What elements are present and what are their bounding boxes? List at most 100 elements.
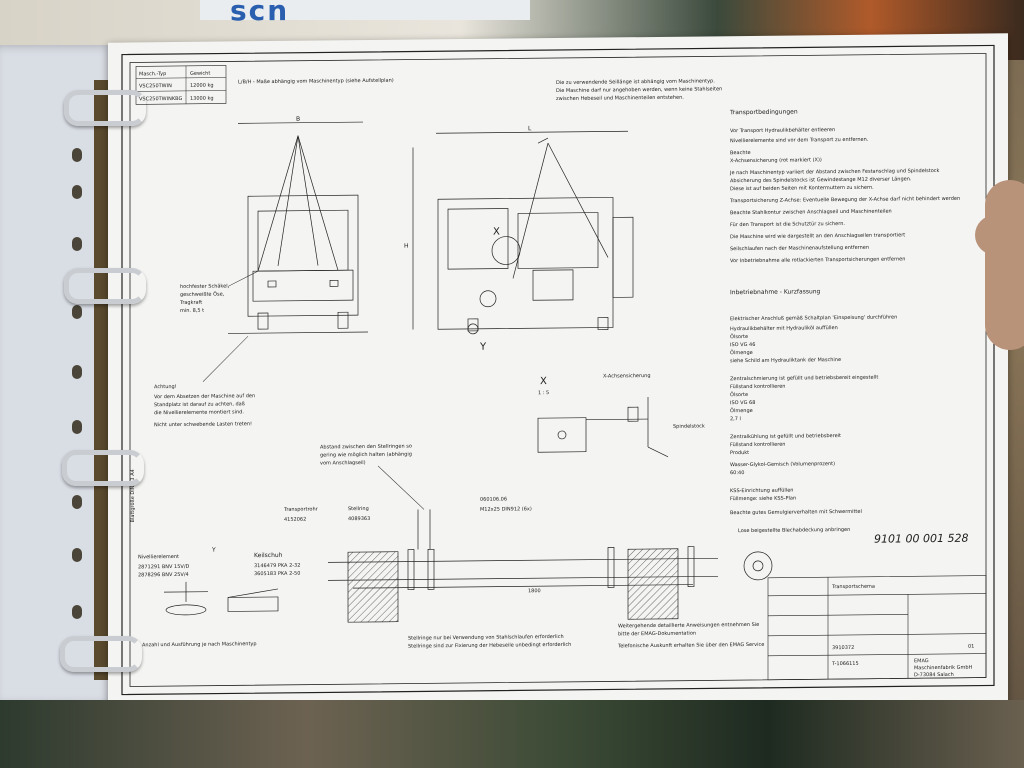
sling-note-line: Die Maschine darf nur angehoben werden, … bbox=[556, 86, 722, 94]
detail-x-scale: 1 : 5 bbox=[538, 390, 549, 396]
startup-line: 2,7 l bbox=[730, 416, 741, 422]
further-info-line: Telefonische Auskunft erhalten Sie über … bbox=[617, 642, 764, 650]
further-info-line: Weitergehende detaillierte Anweisungen e… bbox=[618, 622, 759, 629]
side-view-machine bbox=[412, 130, 634, 335]
detail-x-drawing bbox=[537, 397, 669, 458]
startup-line: Beachte gutes Gemulgierverhalten mit Sch… bbox=[730, 509, 862, 516]
transport-line: Transportsicherung Z-Achse: Eventuelle B… bbox=[729, 196, 960, 204]
transportrohr-label: Transportrohr bbox=[283, 507, 319, 513]
desk-bottom bbox=[0, 700, 1024, 768]
transport-heading: Transportbedingungen bbox=[729, 108, 798, 116]
startup-line: KSS-Einrichtung auffüllen bbox=[730, 488, 793, 495]
transport-line: Je nach Maschinentyp variiert der Abstan… bbox=[729, 168, 940, 176]
dim-1800: 1800 bbox=[528, 588, 541, 594]
punch-hole bbox=[72, 605, 82, 619]
transport-line: Seilschlaufen nach der Maschinenaufstell… bbox=[730, 245, 869, 252]
label-x: X bbox=[493, 227, 500, 238]
stellring-label: Stellring bbox=[348, 506, 369, 512]
hand bbox=[985, 180, 1024, 350]
transport-line: Absicherung des Spindelstocks ist Gewind… bbox=[730, 176, 912, 184]
side-stamp: Blattgröße DIN A3 A4 bbox=[130, 469, 136, 522]
transport-line: Nivellierelemente sind vor dem Transport… bbox=[730, 137, 869, 144]
shackle-note-line: Tragkraft bbox=[179, 300, 202, 306]
binder-ring bbox=[60, 636, 142, 672]
technical-drawing: Masch.-Typ Gewicht VSC250TWIN 12000 kg V… bbox=[121, 44, 995, 696]
label-y-small: Y bbox=[211, 547, 216, 554]
drawing-sheet: Masch.-Typ Gewicht VSC250TWIN 12000 kg V… bbox=[108, 33, 1008, 715]
startup-line: ISO VG 46 bbox=[730, 342, 755, 348]
transport-line: X-Achsensicherung (rot markiert (X)) bbox=[730, 157, 822, 164]
transport-line: Vor Inbetriebnahme alle rotlackierten Tr… bbox=[730, 256, 905, 264]
startup-heading: Inbetriebnahme - Kurzfassung bbox=[730, 288, 821, 296]
nivellier-line: 2871291 BNV 15V/D bbox=[138, 564, 190, 571]
table-cell: VSC250TWINKBG bbox=[139, 96, 182, 102]
shackle-note-line: min. 8,5 t bbox=[180, 308, 204, 314]
startup-line: Ölsorte bbox=[730, 333, 748, 340]
table-cell: 13000 kg bbox=[190, 96, 214, 102]
title-block-title: Transportschema bbox=[831, 584, 875, 590]
dimension-note: L/B/H - Maße abhängig vom Maschinentyp (… bbox=[238, 78, 394, 86]
detail-x-caption: X-Achsensicherung bbox=[603, 373, 651, 379]
label-l: L bbox=[528, 125, 532, 132]
title-block-series: T-1066115 bbox=[831, 661, 859, 667]
keilschuh-title: Keilschuh bbox=[254, 552, 283, 559]
title-block-company: Maschinenfabrik GmbH bbox=[914, 665, 973, 672]
label-y: Y bbox=[479, 342, 487, 353]
title-block-company: D-73084 Salach bbox=[914, 672, 954, 678]
title-block-sheet: 01 bbox=[968, 644, 974, 650]
startup-line: Wasser-Glykol-Gemisch (Volumenprozent) bbox=[730, 461, 835, 468]
detail-x-title: X bbox=[540, 376, 547, 387]
stellring-number: 4089363 bbox=[348, 516, 370, 522]
table-header-type: Masch.-Typ bbox=[139, 71, 166, 77]
title-block-drawing-no: 3910372 bbox=[832, 645, 854, 651]
title-block bbox=[767, 575, 987, 681]
transport-tube-drawing bbox=[328, 509, 773, 623]
startup-line: Zentralkühlung ist gefüllt und betriebsb… bbox=[730, 433, 841, 440]
sling-note-line: Die zu verwendende Seillänge ist abhängi… bbox=[556, 78, 715, 86]
binder-ring bbox=[64, 90, 146, 126]
punch-hole bbox=[72, 305, 82, 319]
transport-line: Die Maschine wird wie dargestellt an den… bbox=[730, 232, 905, 240]
bolt-spec-line: M12x25 DIN912 (6x) bbox=[480, 506, 532, 513]
transport-line: Beachte Stahlkontur zwischen Anschlagsei… bbox=[730, 209, 892, 217]
startup-line: Füllstand kontrollieren bbox=[730, 442, 785, 449]
nivellier-line: 2878296 BNV 25V/4 bbox=[138, 572, 189, 579]
keilschuh-line: 3146479 PKA 2-32 bbox=[254, 563, 300, 569]
punch-hole bbox=[72, 420, 82, 434]
startup-line: Produkt bbox=[730, 450, 749, 456]
front-view-machine bbox=[228, 121, 368, 334]
transport-lines: Vor Transport Hydraulikbehälter entleere… bbox=[729, 127, 960, 264]
nivellier-drawing bbox=[164, 581, 279, 616]
punch-hole bbox=[72, 495, 82, 509]
warning-line: Vor dem Absetzen der Maschine auf den bbox=[154, 393, 255, 400]
binder-ring bbox=[62, 450, 144, 486]
punch-hole bbox=[72, 185, 82, 199]
inner-frame bbox=[129, 53, 987, 687]
binder-spine bbox=[94, 80, 110, 680]
abstand-note-line: Abstand zwischen den Stellringen so bbox=[320, 444, 412, 451]
warning-line: die Nivellierelemente montiert sind. bbox=[154, 409, 244, 416]
sling-note-line: zwischen Hebeseil und Maschinenteilen en… bbox=[556, 95, 684, 102]
transport-line: Für den Transport ist die Schutztür zu s… bbox=[730, 221, 845, 228]
table-header-weight: Gewicht bbox=[190, 71, 210, 77]
further-info-line: bitte der EMAG-Dokumentation bbox=[618, 631, 696, 638]
table-cell: 12000 kg bbox=[190, 83, 214, 89]
outer-frame bbox=[121, 44, 995, 696]
binder-ring bbox=[64, 268, 146, 304]
label-h: H bbox=[404, 243, 409, 250]
punch-hole bbox=[72, 365, 82, 379]
anzahl-note: Anzahl und Ausführung je nach Maschinent… bbox=[142, 641, 257, 648]
transport-line: Diese ist auf beiden Seiten mit Kontermu… bbox=[730, 185, 874, 193]
type-table: Masch.-Typ Gewicht VSC250TWIN 12000 kg V… bbox=[135, 65, 227, 105]
bolt-spec-line: 060106.06 bbox=[480, 497, 507, 503]
startup-line: 60:40 bbox=[730, 470, 744, 476]
startup-line: siehe Schild am Hydrauliktank der Maschi… bbox=[730, 357, 841, 364]
shackle-note-line: hochfester Schäkel, bbox=[180, 283, 230, 290]
punch-hole bbox=[72, 148, 82, 162]
startup-line: Füllmenge: siehe KSS-Plan bbox=[730, 496, 796, 503]
abstand-note-line: gering wie möglich halten (abhängig bbox=[320, 452, 412, 459]
transportrohr-number: 4152062 bbox=[284, 517, 306, 523]
punch-hole bbox=[72, 548, 82, 562]
label-b: B bbox=[296, 116, 300, 123]
startup-line: ISO VG 68 bbox=[730, 400, 755, 406]
